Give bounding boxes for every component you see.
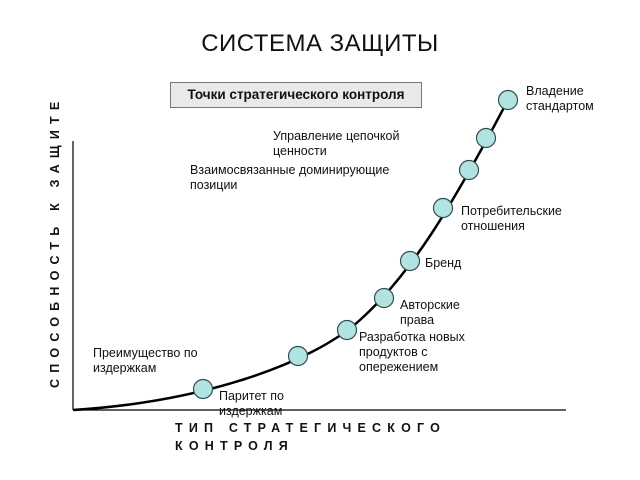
label-cost-parity: Паритет по издержкам [219,389,284,418]
node-dominant [458,159,480,181]
growth-curve [72,99,510,412]
label-brand: Бренд [425,256,462,270]
label-consumer: Потребительские отношения [461,204,562,233]
label-new-products: Разработка новых продуктов с опережением [359,330,465,374]
curve-nodes [192,89,519,400]
strategic-control-label: Точки стратегического контроля [187,87,405,102]
label-standards: Владение стандартом [526,84,594,113]
node-copyright [373,287,395,309]
node-cost-advantage [287,345,309,367]
label-value-chain: Управление цепочкой ценности [273,129,400,158]
y-axis-label: СПОСОБНОСТЬ К ЗАЩИТЕ [48,95,62,388]
label-dominant: Взаимосвязанные доминирующие позиции [190,163,390,192]
node-cost-parity [192,378,214,400]
x-axis-label: ТИП СТРАТЕГИЧЕСКОГО КОНТРОЛЯ [175,421,447,453]
node-value-chain [475,127,497,149]
strategic-control-box [170,82,422,108]
label-copyright: Авторские права [400,298,460,327]
page-title: СИСТЕМА ЗАЩИТЫ [201,30,439,57]
node-standards [497,89,519,111]
node-consumer [432,197,454,219]
node-new-products [336,319,358,341]
label-cost-advantage: Преимущество по издержкам [93,346,198,375]
node-brand [399,250,421,272]
